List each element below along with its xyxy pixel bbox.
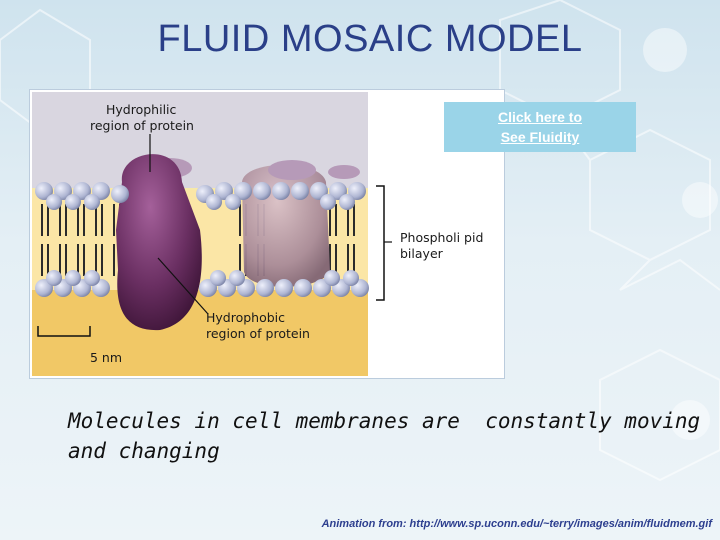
peripheral-protein-3 bbox=[328, 165, 360, 179]
membrane-diagram: Hydrophilic region of protein Hydrophobi… bbox=[32, 92, 483, 376]
bilayer-label-2: bilayer bbox=[400, 246, 444, 261]
peripheral-protein-2 bbox=[268, 160, 316, 180]
intracellular-fluid bbox=[32, 290, 368, 376]
lipid-heads-bottom bbox=[35, 270, 369, 297]
integral-protein bbox=[116, 154, 202, 331]
hydrophobic-leader bbox=[157, 257, 209, 315]
caption-line2: and changing bbox=[68, 439, 220, 463]
page-title: FLUID MOSAIC MODEL bbox=[157, 18, 583, 60]
scale-label: 5 nm bbox=[90, 350, 122, 365]
membrane-figure: Hydrophilic region of protein Hydrophobi… bbox=[30, 90, 504, 378]
bilayer-label: Phospholi pid bbox=[400, 230, 483, 245]
see-fluidity-link[interactable]: Click here to See Fluidity bbox=[444, 102, 636, 152]
hydrophilic-label-2: region of protein bbox=[90, 118, 194, 133]
bilayer-bracket bbox=[376, 185, 385, 301]
hydrophilic-label: Hydrophilic bbox=[106, 102, 177, 117]
see-fluidity-link-line2[interactable]: See Fluidity bbox=[500, 129, 580, 145]
hydrophobic-label: Hydrophobic bbox=[206, 310, 285, 325]
hydrophobic-label-2: region of protein bbox=[206, 326, 310, 341]
animation-credit: Animation from: http://www.sp.uconn.edu/… bbox=[321, 518, 712, 530]
caption: Molecules in cell membranes are constant… bbox=[68, 406, 708, 466]
caption-line1: Molecules in cell membranes are constant… bbox=[68, 409, 701, 433]
scale-bar bbox=[37, 326, 91, 337]
see-fluidity-link-line1[interactable]: Click here to bbox=[497, 109, 583, 125]
lipid-heads-top bbox=[35, 182, 366, 210]
